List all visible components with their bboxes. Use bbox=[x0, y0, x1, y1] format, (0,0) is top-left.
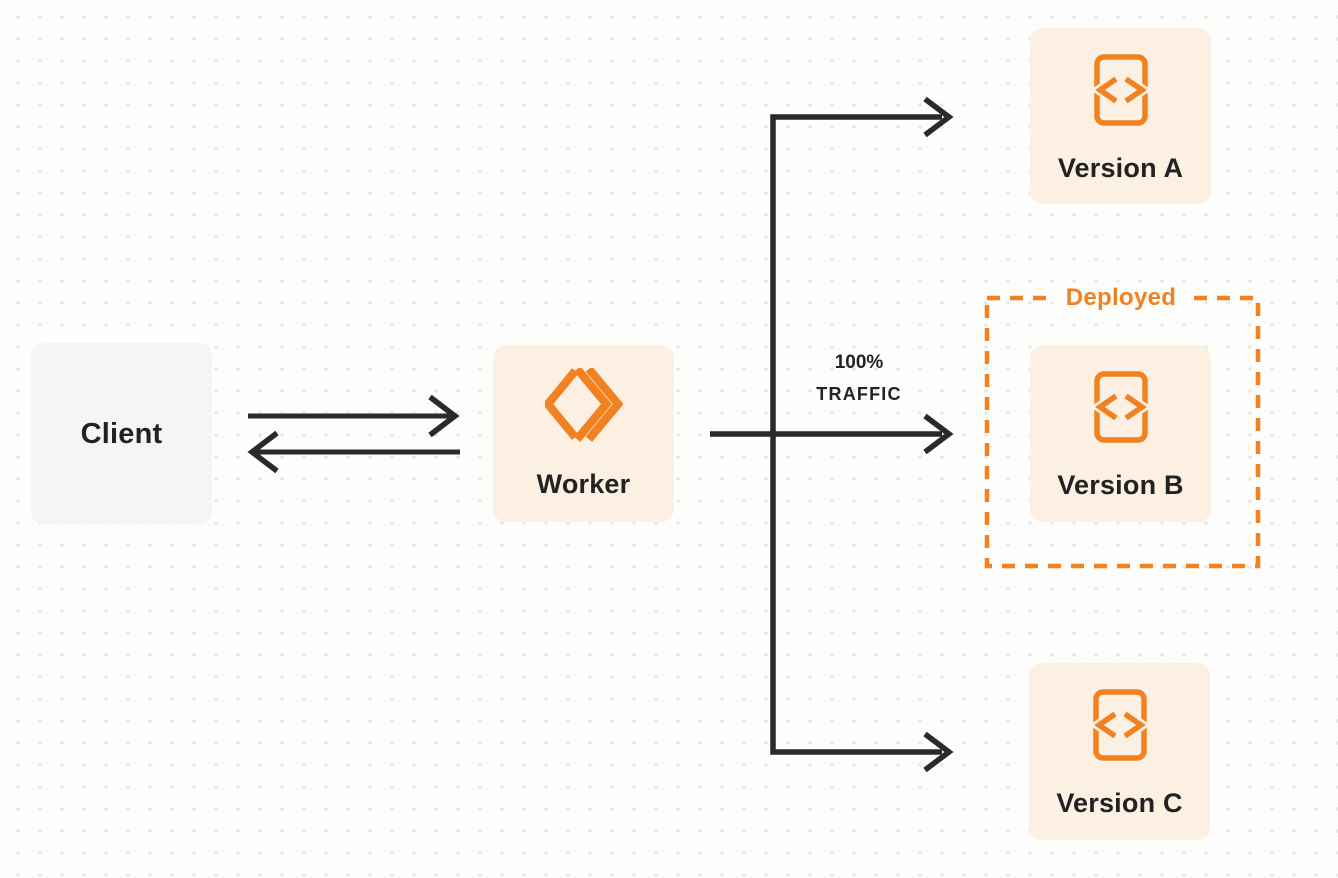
arrow-worker-to-client-head bbox=[247, 430, 279, 474]
code-file-icon bbox=[1093, 54, 1148, 126]
traffic-percent: 100% bbox=[834, 352, 884, 373]
node-version-b: Version B bbox=[1030, 345, 1211, 522]
client-label: Client bbox=[80, 417, 163, 450]
worker-label: Worker bbox=[536, 469, 631, 499]
arrow-client-to-worker-head bbox=[428, 394, 460, 438]
version-a-label: Version A bbox=[1057, 153, 1184, 183]
traffic-word: TRAFFIC bbox=[816, 384, 902, 404]
code-file-icon bbox=[1093, 371, 1148, 443]
node-version-c: Version C bbox=[1029, 663, 1210, 840]
workers-logo-icon bbox=[544, 368, 623, 442]
node-client: Client bbox=[31, 343, 212, 524]
deployed-group-frame bbox=[984, 295, 1261, 569]
version-b-label: Version B bbox=[1057, 470, 1184, 500]
arrow-to-version-b-head bbox=[923, 413, 954, 455]
deployed-group-label: Deployed bbox=[1052, 284, 1190, 312]
node-version-a: Version A bbox=[1030, 28, 1211, 204]
code-file-icon bbox=[1092, 689, 1147, 761]
arrow-to-version-c-head bbox=[923, 731, 954, 773]
arrow-to-version-a-head bbox=[923, 96, 954, 138]
version-c-label: Version C bbox=[1056, 788, 1183, 818]
node-worker: Worker bbox=[493, 345, 674, 522]
traffic-annotation: 100% TRAFFIC bbox=[789, 350, 929, 407]
